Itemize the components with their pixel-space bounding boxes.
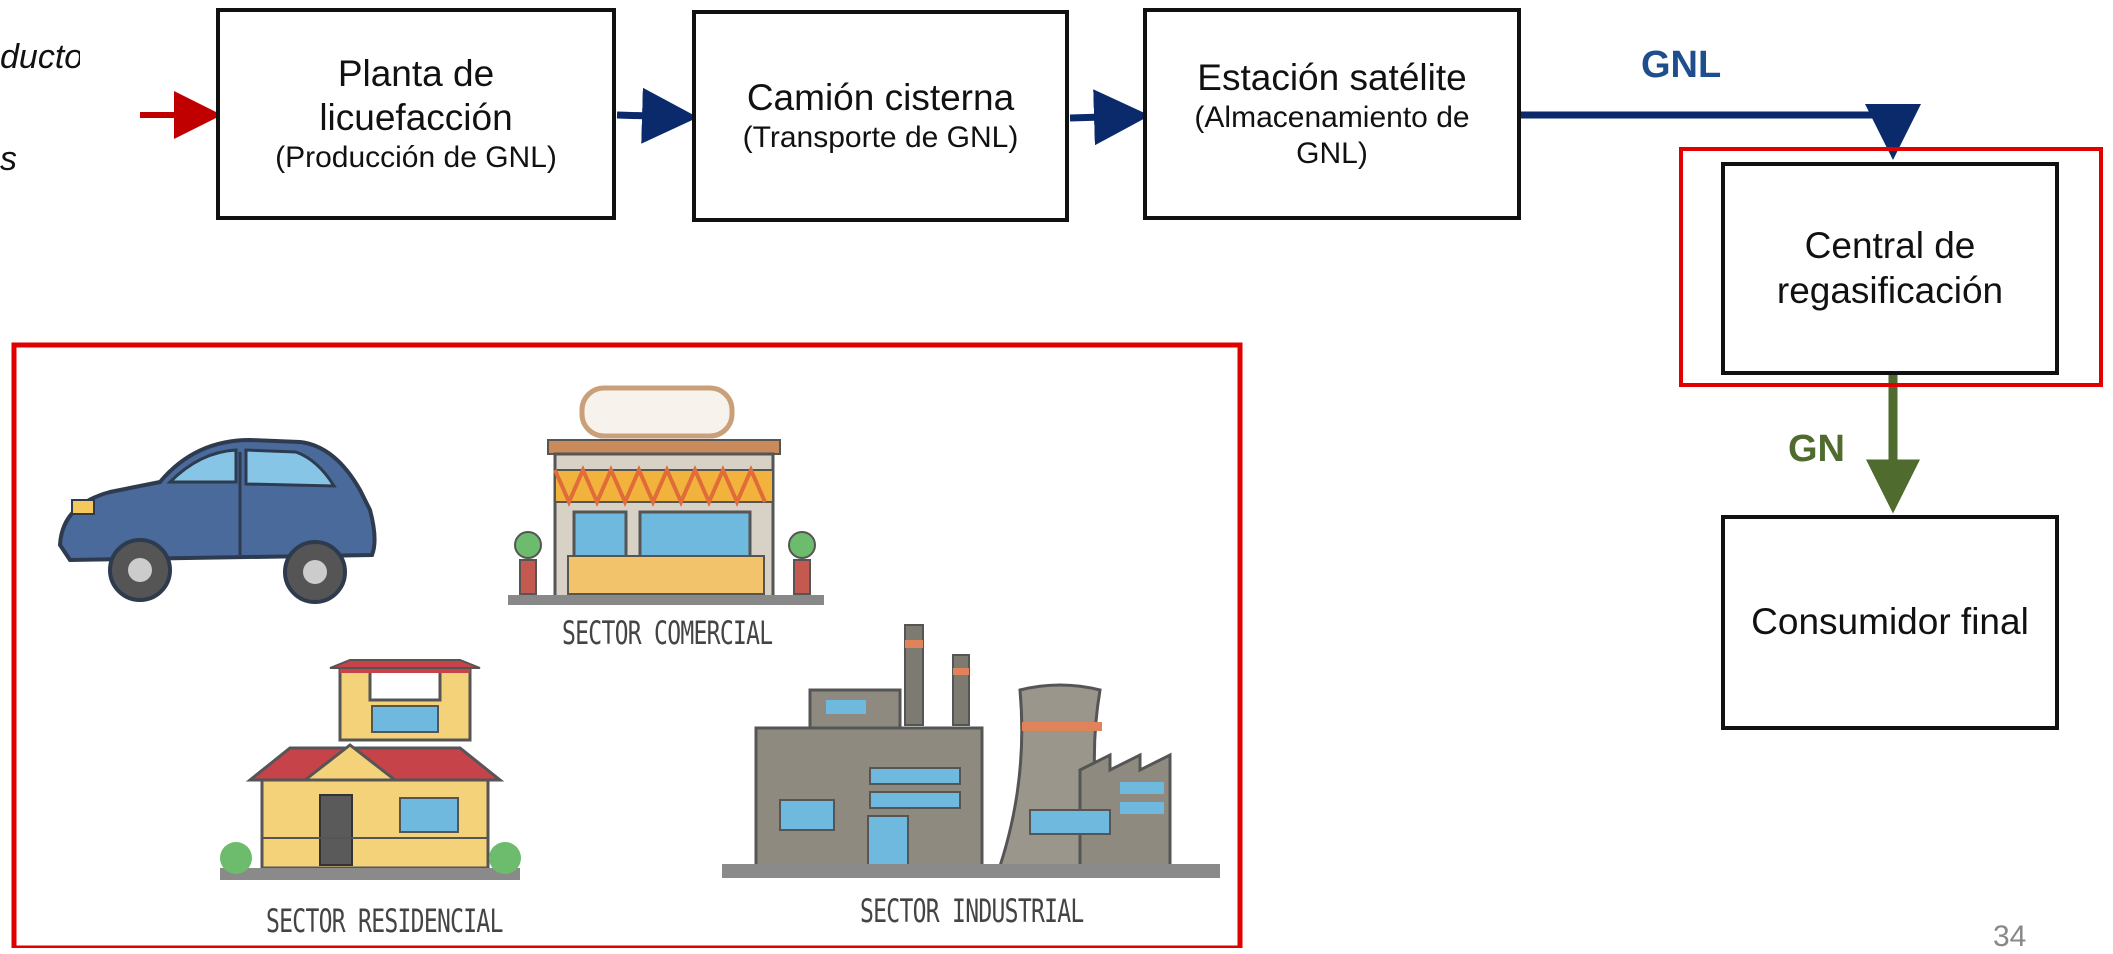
box-subtitle: (Producción de GNL): [275, 141, 557, 175]
cropped-text-line-2: s: [0, 140, 16, 178]
factory-illustration: [722, 624, 1220, 878]
box-subtitle: (Transporte de GNL): [742, 121, 1019, 155]
box-title: Consumidor final: [1751, 601, 2029, 643]
arrow-planta-camion: [616, 87, 698, 144]
box-title: Central de regasificación: [1776, 225, 2004, 311]
cropped-text-line-1: ducto: [0, 38, 80, 76]
sector-residencial-label: SECTOR RESIDENCIAL: [266, 902, 503, 940]
sector-industrial-label: SECTOR INDUSTRIAL: [860, 892, 1084, 930]
box-title: Estación satélite: [1197, 56, 1467, 98]
car-illustration: [57, 437, 377, 604]
box-camion-cisterna: Camión cisterna (Transporte de GNL): [692, 10, 1069, 222]
box-consumidor-final: Consumidor final: [1721, 515, 2059, 730]
box-central-regasificacion: Central de regasificación: [1721, 162, 2059, 375]
house-illustration: [220, 659, 521, 880]
highlight-frame-central: [1679, 147, 2103, 387]
highlight-frame-sectors: [11, 342, 1243, 948]
shop-illustration: [508, 385, 824, 605]
box-subtitle: (Almacenamiento de GNL): [1194, 101, 1470, 171]
box-title: Planta de licuefacción: [319, 52, 513, 138]
box-planta-licuefaccion: Planta de licuefacción (Producción de GN…: [216, 8, 616, 220]
label-gn: GN: [1788, 428, 1845, 470]
sector-comercial-label: SECTOR COMERCIAL: [562, 614, 773, 652]
arrow-estacion-central: [1521, 104, 1921, 160]
box-estacion-satelite: Estación satélite (Almacenamiento de GNL…: [1143, 8, 1521, 220]
page-number: 34: [1993, 920, 2027, 953]
label-gnl: GNL: [1641, 44, 1722, 86]
arrow-camion-estacion: [1069, 89, 1150, 146]
box-title: Camión cisterna: [746, 76, 1015, 118]
